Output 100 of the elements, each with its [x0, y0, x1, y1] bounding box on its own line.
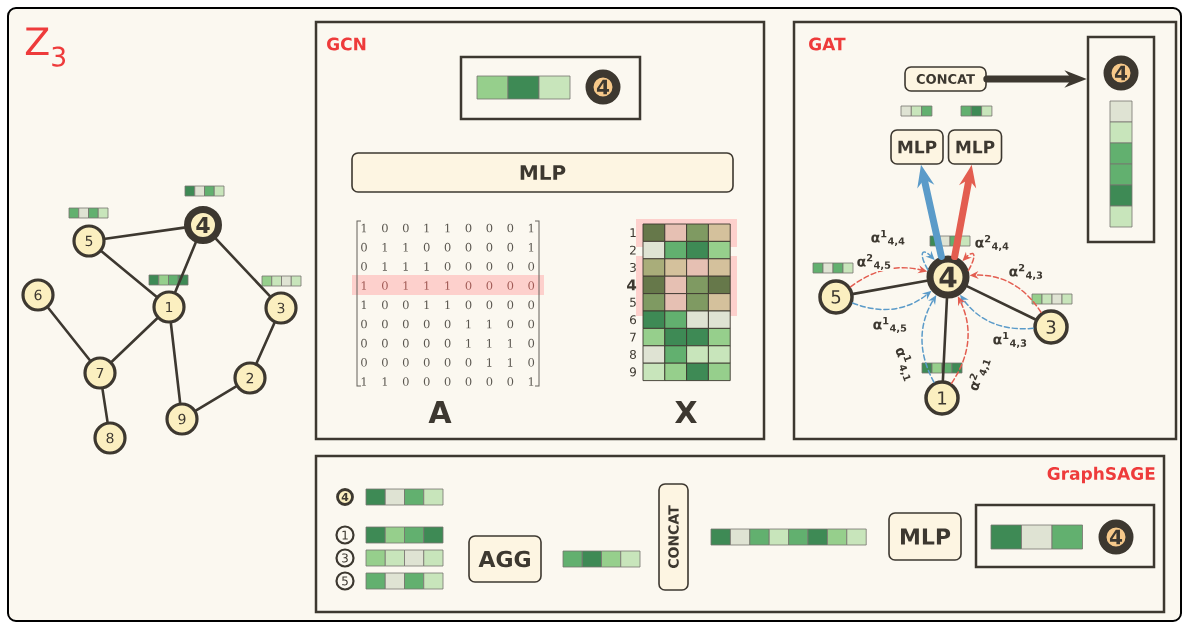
output-box — [1086, 35, 1156, 244]
matrix-entry: 0 — [486, 377, 493, 386]
matrix-entry: 0 — [507, 319, 514, 329]
matrix-entry: 0 — [361, 242, 367, 252]
matrix-entry: 0 — [528, 319, 535, 329]
graph-node: 8 — [93, 421, 127, 455]
matrix-entry: 0 — [465, 377, 472, 386]
matrix-entry: 0 — [486, 242, 493, 252]
graph-node: 7 — [83, 356, 117, 390]
matrix-entry: 0 — [465, 223, 472, 233]
matrix-entry: 1 — [466, 338, 471, 348]
matrix-entry: 1 — [445, 300, 450, 310]
row-number: 1 — [630, 228, 636, 238]
matrix-entry: 0 — [444, 377, 451, 386]
matrix-entry: 0 — [382, 300, 388, 310]
matrix-entry: 0 — [486, 262, 493, 271]
matrix-entry: 1 — [424, 223, 429, 233]
graph-edge — [47, 306, 91, 362]
graph-node: 5 — [72, 224, 106, 258]
graph-edge — [101, 388, 109, 423]
panel-title: GCN — [327, 37, 366, 51]
graph-node: 6 — [21, 278, 55, 312]
matrix-entry: 0 — [361, 358, 367, 367]
matrix-label: X — [675, 401, 697, 423]
graph-edge — [110, 317, 159, 363]
matrix-entry: 0 — [402, 300, 409, 310]
matrix-entry: 0 — [423, 242, 430, 252]
matrix-entry: 0 — [361, 319, 367, 329]
matrix-entry: 0 — [402, 319, 409, 329]
mlp-box: MLP — [890, 129, 944, 165]
graph-edge — [966, 285, 1037, 321]
matrix-entry: 0 — [382, 358, 388, 367]
graph-edge — [214, 237, 271, 298]
matrix-entry: 0 — [486, 281, 493, 290]
title: Z$_{3}$ — [25, 27, 65, 67]
matrix-entry: 0 — [507, 300, 514, 310]
matrix-entry: 0 — [507, 242, 514, 252]
graph-edge — [941, 297, 949, 382]
matrix-entry: 0 — [465, 281, 472, 290]
matrix-entry: 0 — [528, 358, 535, 367]
matrix-entry: 0 — [507, 281, 514, 290]
matrix-entry: 1 — [487, 319, 492, 329]
output-box — [974, 503, 1156, 569]
matrix-entry: 0 — [423, 319, 430, 329]
matrix-entry: 1 — [508, 338, 513, 348]
matrix-entry: 0 — [444, 319, 451, 329]
matrix-entry: 0 — [507, 262, 514, 271]
graph-node: 3 — [264, 291, 298, 325]
edge-label: α$^{1}$4,5 — [871, 316, 909, 334]
edge-label: α$^{1}$4,1 — [890, 343, 920, 385]
row-number: 3 — [630, 262, 636, 273]
output-box — [459, 55, 642, 121]
matrix-entry: 0 — [361, 338, 367, 348]
matrix-entry: 1 — [382, 262, 387, 271]
matrix-entry: 0 — [402, 358, 409, 367]
matrix-entry: 0 — [382, 223, 388, 233]
matrix-entry: 1 — [424, 281, 429, 290]
attention-arrow — [921, 295, 937, 383]
graph-edge — [174, 241, 198, 293]
matrix-entry: 0 — [528, 300, 535, 310]
matrix-entry: 0 — [486, 300, 493, 310]
mlp-box: MLP — [351, 152, 734, 193]
mlp-box: MLP — [947, 129, 1003, 165]
graph-edge — [255, 321, 276, 365]
graph-edge — [100, 250, 158, 298]
edge-label: α$^{1}$4,4 — [869, 229, 907, 247]
matrix-entry: 0 — [528, 281, 535, 290]
matrix-entry: 0 — [382, 281, 388, 290]
row-number: 8 — [630, 349, 636, 360]
matrix-entry: 1 — [361, 281, 366, 290]
panel-title: GAT — [809, 37, 846, 51]
row-number: 6 — [630, 315, 637, 325]
matrix-entry: 0 — [465, 358, 472, 367]
matrix-entry: 1 — [361, 223, 366, 233]
matrix-entry: 1 — [424, 262, 429, 271]
row-number: 5 — [630, 297, 636, 307]
graph-node: 2 — [233, 361, 267, 395]
matrix-entry: 0 — [444, 242, 451, 252]
matrix-entry: 1 — [382, 377, 387, 386]
matrix-entry: 0 — [402, 338, 409, 348]
graph-edge — [194, 385, 238, 412]
matrix-entry: 0 — [402, 377, 409, 386]
matrix-entry: 0 — [465, 242, 472, 252]
matrix-entry: 0 — [507, 223, 514, 233]
graph-node: 9 — [165, 402, 199, 436]
matrix-entry: 1 — [445, 281, 450, 290]
row-number: 2 — [630, 245, 636, 255]
graph-edge — [104, 226, 186, 240]
matrix-entry: 1 — [445, 223, 450, 233]
matrix-entry: 0 — [361, 262, 367, 271]
row-number: 7 — [630, 332, 636, 342]
edge-label: α$^{2}$4,1 — [964, 353, 994, 395]
matrix-entry: 0 — [423, 377, 430, 386]
row-number: 4 — [627, 279, 637, 291]
attention-arrow — [921, 250, 935, 271]
graph-edge — [852, 279, 929, 296]
matrix-entry: 1 — [528, 242, 534, 252]
matrix-entry: 1 — [528, 377, 534, 386]
concat-box: CONCAT — [904, 66, 987, 92]
matrix-entry: 1 — [361, 377, 366, 386]
